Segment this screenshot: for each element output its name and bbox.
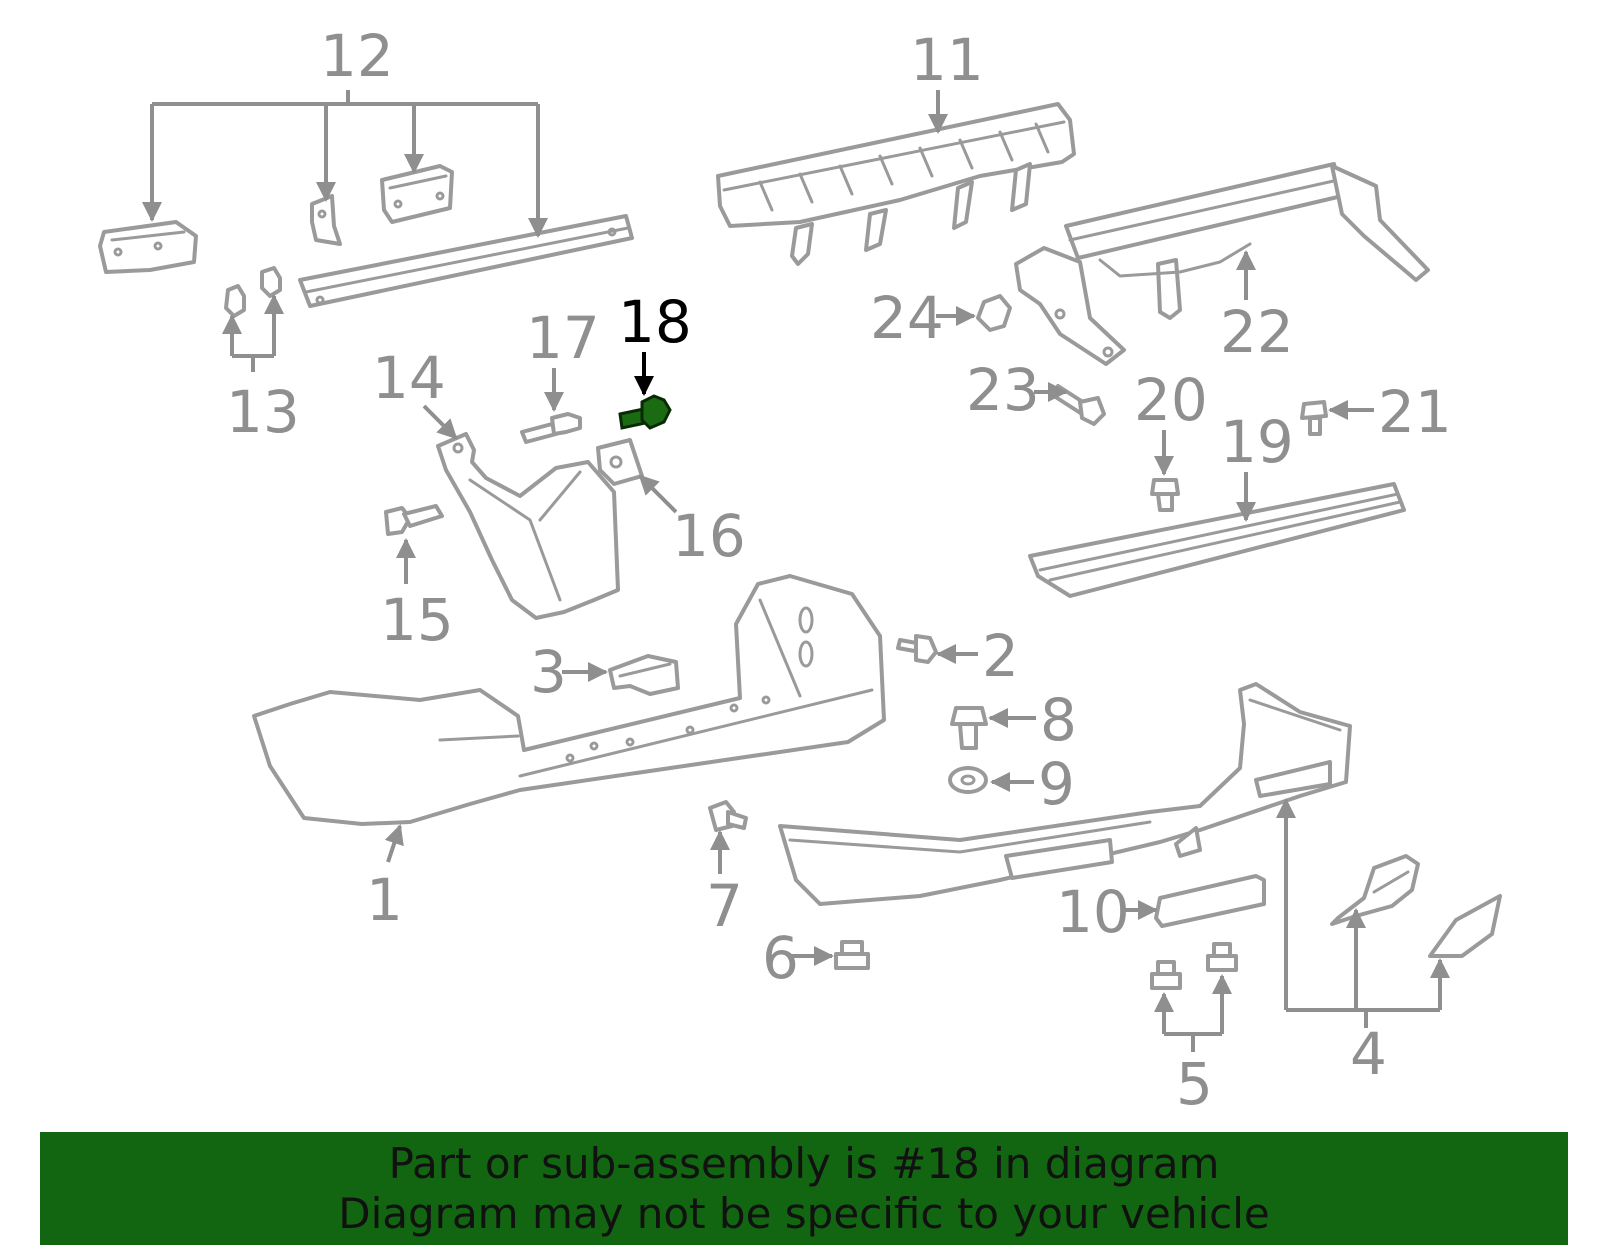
svg-text:15: 15: [380, 586, 454, 654]
svg-text:17: 17: [526, 304, 600, 372]
part-18-bolt-highlighted[interactable]: [618, 394, 672, 430]
part-16-bracket-plate[interactable]: [596, 438, 644, 486]
part-21-clip[interactable]: [1300, 400, 1328, 436]
svg-text:8: 8: [1040, 686, 1077, 754]
svg-text:1: 1: [366, 866, 403, 934]
svg-text:4: 4: [1350, 1020, 1387, 1088]
part-5-bolts[interactable]: [1150, 942, 1238, 990]
svg-text:14: 14: [372, 344, 446, 412]
svg-text:10: 10: [1056, 878, 1130, 946]
part-7-clip[interactable]: [708, 800, 748, 832]
banner-line-1: Part or sub-assembly is #18 in diagram: [388, 1138, 1220, 1188]
callout-20: 20: [1134, 366, 1208, 476]
part-2-clip[interactable]: [896, 634, 938, 664]
part-15-push-clip[interactable]: [384, 504, 444, 536]
part-12-reinforcement-bar[interactable]: [298, 214, 634, 308]
part-6-bolt[interactable]: [834, 940, 870, 970]
svg-text:16: 16: [672, 502, 746, 570]
callout-3: 3: [530, 638, 608, 706]
part-11-energy-absorber[interactable]: [716, 102, 1076, 266]
part-12-bracket-mid[interactable]: [380, 164, 454, 224]
svg-text:12: 12: [320, 22, 394, 90]
part-4-end-cap-outer[interactable]: [1428, 894, 1502, 958]
callout-18: 18: [618, 288, 692, 396]
callout-6: 6: [762, 924, 834, 992]
callout-12: 12: [142, 22, 548, 238]
callout-8: 8: [988, 686, 1077, 754]
part-1-bumper-cover[interactable]: [252, 574, 886, 826]
svg-text:3: 3: [530, 638, 567, 706]
svg-text:2: 2: [982, 622, 1019, 690]
part-12-bracket-small[interactable]: [310, 194, 342, 246]
callout-17: 17: [526, 304, 600, 412]
part-19-step-pad[interactable]: [1028, 482, 1406, 598]
svg-text:22: 22: [1220, 298, 1294, 366]
callout-10: 10: [1056, 878, 1158, 946]
svg-text:21: 21: [1378, 378, 1452, 446]
svg-text:20: 20: [1134, 366, 1208, 434]
callout-23: 23: [966, 356, 1068, 424]
callout-11: 11: [910, 26, 984, 134]
part-9-washer[interactable]: [948, 766, 988, 794]
info-banner: Part or sub-assembly is #18 in diagram D…: [40, 1132, 1568, 1245]
svg-text:19: 19: [1220, 408, 1294, 476]
callout-22: 22: [1220, 250, 1294, 366]
part-20-bolt[interactable]: [1150, 478, 1180, 512]
part-22-reinforcement[interactable]: [1014, 162, 1430, 366]
callout-7: 7: [706, 830, 743, 940]
svg-text:11: 11: [910, 26, 984, 94]
callout-2: 2: [936, 622, 1019, 690]
callout-13: 13: [222, 294, 300, 446]
part-4-end-cap-inner[interactable]: [1330, 854, 1420, 926]
svg-text:9: 9: [1038, 750, 1075, 818]
part-13-nuts[interactable]: [224, 266, 282, 318]
callout-16: 16: [638, 474, 746, 570]
callout-5: 5: [1154, 974, 1232, 1118]
callout-15: 15: [380, 538, 454, 654]
part-10-reflector[interactable]: [1154, 874, 1266, 928]
part-12-bracket-left[interactable]: [98, 220, 198, 274]
svg-text:7: 7: [706, 872, 743, 940]
callout-14: 14: [372, 344, 458, 440]
part-8-bolt[interactable]: [950, 706, 988, 750]
svg-text:13: 13: [226, 378, 300, 446]
part-14-side-bracket[interactable]: [436, 432, 620, 620]
part-17-stud[interactable]: [520, 412, 582, 444]
callout-1: 1: [366, 824, 404, 934]
part-24-nut[interactable]: [976, 294, 1012, 332]
svg-text:18: 18: [618, 288, 692, 356]
part-3-bracket[interactable]: [608, 654, 680, 696]
callout-19: 19: [1220, 408, 1294, 522]
svg-text:24: 24: [870, 284, 944, 352]
callout-21: 21: [1328, 378, 1452, 446]
svg-text:23: 23: [966, 356, 1040, 424]
callout-9: 9: [990, 750, 1075, 818]
part-4-step-cover[interactable]: [778, 682, 1352, 906]
banner-line-2: Diagram may not be specific to your vehi…: [338, 1188, 1270, 1238]
callout-24: 24: [870, 284, 976, 352]
callout-4: 4: [1276, 798, 1450, 1088]
svg-text:5: 5: [1176, 1050, 1213, 1118]
